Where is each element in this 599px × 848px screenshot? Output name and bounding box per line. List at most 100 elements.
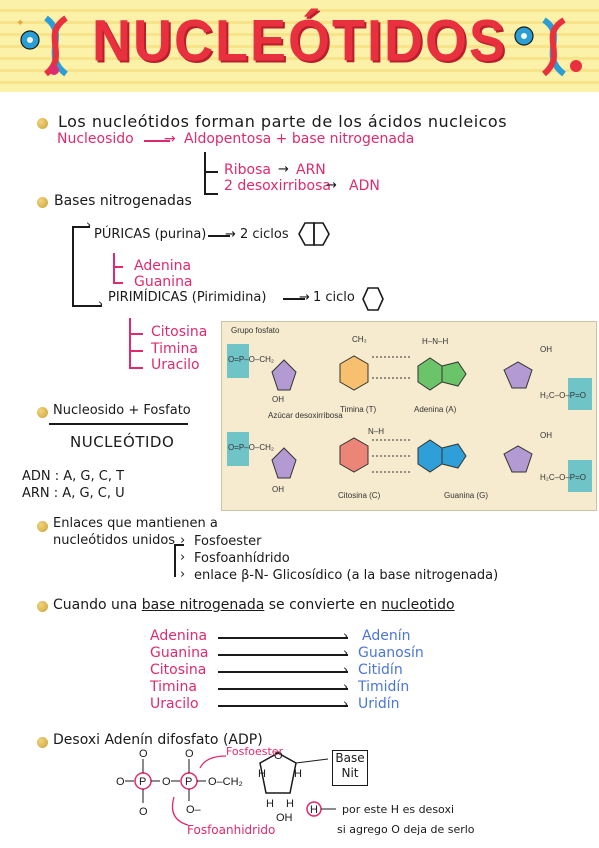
adp-heading: Desoxi Adenín difosfato (ADP)	[53, 732, 263, 748]
grupo-fosfato-label: Grupo fosfato	[231, 326, 280, 335]
intro-text: Los nucleótidos forman parte de los ácid…	[58, 112, 508, 131]
puricas-label: PÚRICAS (purina)	[94, 227, 207, 242]
conversion-heading: Cuando una base nitrogenada se convierte…	[53, 597, 455, 613]
base-box: Base Nit	[332, 750, 368, 786]
base-label: Base	[335, 751, 365, 765]
arn-bases: ARN : A, G, C, U	[22, 486, 125, 501]
formula-left: Nucleosido + Fosfato	[53, 403, 191, 418]
svg-text:O–CH₂: O–CH₂	[208, 776, 243, 788]
base-adenina: Adenina	[150, 628, 208, 644]
phosphate-group	[227, 344, 249, 378]
pirimidicas-label: PIRIMÍDICAS (Pirimidina)	[108, 290, 267, 305]
svg-text:H–N–H: H–N–H	[422, 337, 448, 346]
pirimidicas-rings: 1 ciclo	[313, 290, 355, 305]
enlaces-heading-2: nucleótidos unidos	[53, 533, 176, 548]
thymine-ring	[339, 355, 369, 391]
bullet	[37, 407, 48, 418]
bullet	[37, 737, 48, 748]
adenine-ring	[417, 357, 443, 391]
arn-label: ARN	[296, 162, 326, 178]
pirimidina-uracilo: Uracilo	[151, 357, 200, 373]
svg-text:H: H	[258, 768, 266, 780]
enlace-fosfoester: Fosfoester	[194, 534, 262, 549]
thymine-label: Timina (T)	[340, 405, 376, 414]
svg-text:OH: OH	[272, 485, 284, 494]
enlaces-heading-1: Enlaces que mantienen a	[53, 516, 218, 531]
fosfoester-arrow	[199, 755, 227, 769]
svg-text:O: O	[274, 750, 283, 762]
svg-text:O=P–O–CH₂: O=P–O–CH₂	[228, 355, 274, 364]
svg-text:O: O	[139, 806, 148, 818]
desoxi-note-1: por este H es desoxi	[342, 803, 455, 816]
nucleoside-adenin: Adenín	[362, 628, 411, 644]
fosfoanhidrido-arrow	[171, 796, 189, 826]
pirimidina-citosina: Citosina	[151, 324, 208, 340]
enlace-fosfoanhidrido: Fosfoanhídrido	[194, 551, 290, 566]
azucar-label: Azúcar desoxirribosa	[268, 411, 343, 420]
dna-icon-right	[514, 17, 582, 77]
ribosa-label: Ribosa	[224, 162, 271, 178]
base-uracilo: Uracilo	[150, 696, 199, 712]
svg-text:H₂C–O–P=O: H₂C–O–P=O	[540, 391, 586, 400]
base-pairing-figure: Grupo fosfato O=P–O–CH₂ Azúcar desoxirri…	[221, 321, 597, 511]
svg-text:H₂C–O–P=O: H₂C–O–P=O	[540, 473, 586, 482]
svg-text:O: O	[116, 776, 125, 788]
svg-text:OH: OH	[540, 431, 552, 440]
pyrimidine-ring-icon	[362, 287, 384, 311]
svg-text:P: P	[139, 776, 146, 788]
fosfoanhidrido-label: Fosfoanhidrido	[187, 823, 276, 837]
nit-label: Nit	[341, 766, 359, 780]
bullet	[37, 521, 48, 532]
bases-heading: Bases nitrogenadas	[54, 193, 192, 209]
cytosine-ring	[339, 437, 369, 473]
adenine-label: Adenina (A)	[414, 405, 457, 414]
purina-adenina: Adenina	[134, 258, 192, 274]
enlace-glicosidico: enlace β-N- Glicosídico (a la base nitro…	[194, 568, 499, 583]
svg-text:CH₃: CH₃	[352, 335, 367, 344]
dna-icon-left: ✦	[16, 15, 68, 77]
svg-text:H: H	[310, 804, 318, 816]
svg-text:✦: ✦	[16, 18, 24, 29]
title-banner	[0, 0, 599, 92]
sugar-ring	[271, 359, 297, 391]
base-timina: Timina	[150, 679, 197, 695]
bullet	[37, 197, 48, 208]
desoxirribosa-label: 2 desoxirribosa	[224, 178, 331, 194]
nucleoside-citidin: Citidín	[358, 662, 403, 678]
svg-text:OH: OH	[540, 345, 552, 354]
formula-result: NUCLEÓTIDO	[70, 433, 175, 451]
svg-text:P: P	[185, 776, 192, 788]
adn-label: ADN	[349, 178, 380, 194]
svg-text:H: H	[286, 798, 294, 810]
puricas-rings: 2 ciclos	[240, 227, 289, 242]
svg-text:H: H	[294, 768, 302, 780]
svg-text:O: O	[162, 776, 171, 788]
fosfoester-label: Fosfoester	[226, 745, 284, 758]
svg-text:O–: O–	[186, 804, 202, 816]
purine-ring-icon	[298, 222, 330, 246]
base-guanina: Guanina	[150, 645, 209, 661]
page-title: NUCLEÓTIDOS	[91, 8, 507, 74]
svg-text:O: O	[139, 748, 148, 760]
nucleosido-label: Nucleosido	[57, 131, 134, 147]
purina-guanina: Guanina	[134, 274, 193, 290]
cytosine-label: Citosina (C)	[338, 491, 381, 500]
nucleosido-definition: Aldopentosa + base nitrogenada	[184, 131, 415, 147]
base-citosina: Citosina	[150, 662, 207, 678]
nucleoside-guanosin: Guanosín	[358, 645, 424, 661]
bullet	[37, 118, 48, 129]
adn-bases: ADN : A, G, C, T	[22, 469, 125, 484]
adp-structure: O P O O O P O O– O–CH₂ O H H H H OH H	[116, 748, 336, 824]
bullet	[37, 601, 48, 612]
svg-text:H: H	[266, 798, 274, 810]
guanine-label: Guanina (G)	[444, 491, 488, 500]
nucleoside-uridin: Uridín	[358, 696, 400, 712]
nucleoside-timidin: Timidín	[358, 679, 410, 695]
guanine-ring	[417, 439, 443, 473]
desoxi-note-2: si agrego O deja de serlo	[337, 823, 475, 836]
svg-text:O=P–O–CH₂: O=P–O–CH₂	[228, 443, 274, 452]
svg-text:OH: OH	[272, 395, 284, 404]
svg-text:N–H: N–H	[368, 427, 384, 436]
svg-text:OH: OH	[276, 812, 293, 824]
svg-text:O: O	[185, 748, 194, 760]
